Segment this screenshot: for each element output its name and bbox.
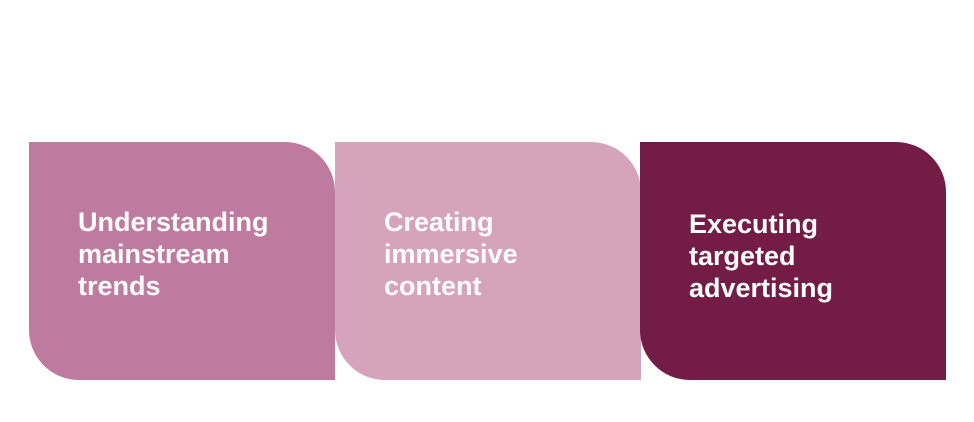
step-label: Understanding mainstream trends bbox=[78, 207, 269, 301]
step-label: Executing targeted advertising bbox=[689, 209, 834, 303]
step-understanding-trends: Understanding mainstream trends bbox=[29, 142, 335, 380]
step-creating-content: Creating immersive content bbox=[335, 142, 641, 380]
step-executing-advertising: Executing targeted advertising bbox=[640, 142, 946, 380]
step-label: Creating immersive content bbox=[384, 207, 518, 301]
